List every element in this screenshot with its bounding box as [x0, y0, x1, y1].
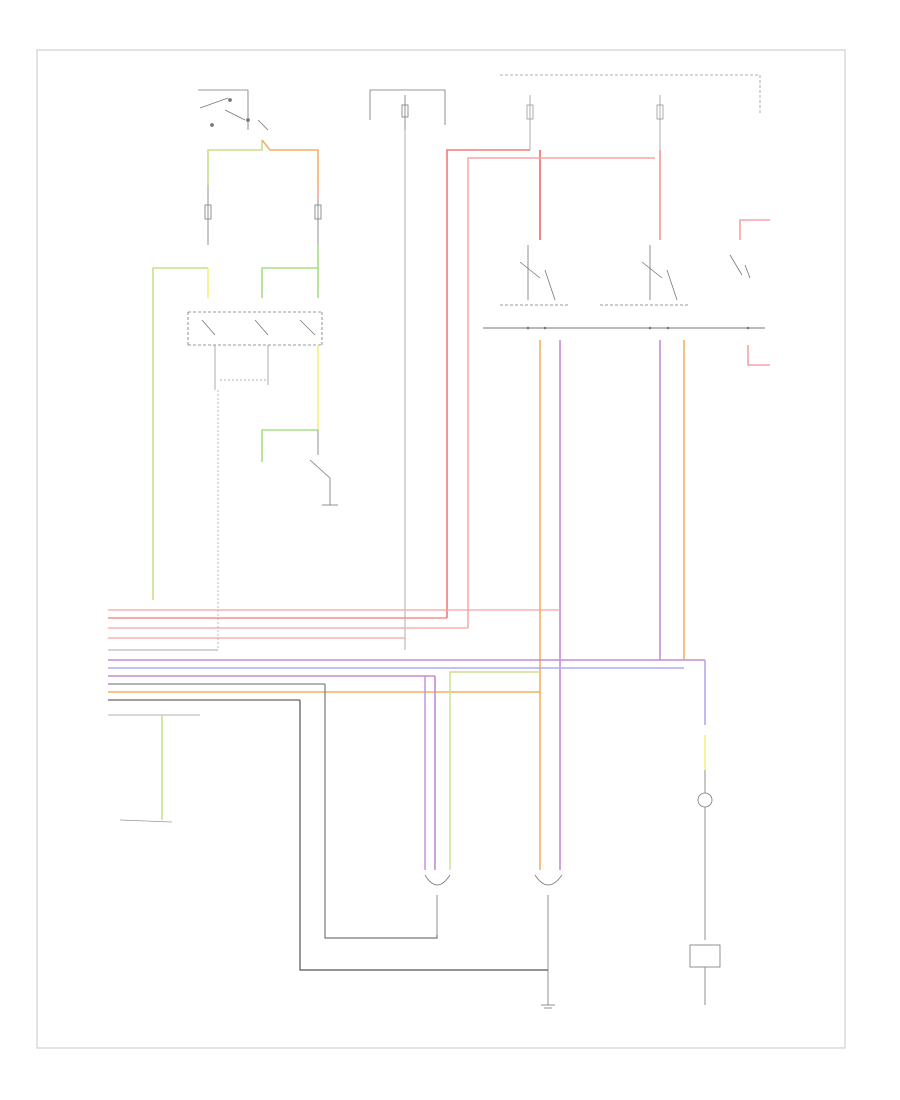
dimmer-switch — [309, 459, 338, 506]
wire-pink-right-to-bus — [467, 157, 655, 628]
diagram-frame — [36, 49, 846, 1049]
wire-yellow-green-left-branch — [207, 140, 263, 185]
headlamp-relay-left — [500, 245, 570, 306]
indicator-lamp — [689, 770, 721, 1005]
headlamp-relay-right — [600, 245, 690, 306]
wire-gray-ground-loop — [324, 684, 438, 939]
wire-orange-right-branch — [261, 139, 319, 185]
wire-dark-ground-loop — [299, 700, 548, 971]
turn-signal-combination-switch — [187, 311, 323, 346]
right-headlamp — [534, 874, 563, 975]
hot-at-all-times-fuse — [369, 89, 446, 130]
wire-red-left-to-bus — [446, 149, 530, 618]
wire-green-mid — [261, 267, 318, 298]
wire-pink-upper-right — [739, 219, 770, 240]
right-switch — [729, 254, 751, 279]
left-headlamp — [424, 874, 451, 935]
alternator-connection — [119, 819, 173, 823]
ignition-switch — [198, 89, 269, 131]
relay-connector-pins — [526, 326, 750, 330]
wire-pink-lower-right — [747, 345, 770, 366]
wire-green-dimmer — [261, 429, 318, 462]
power-distribution-box — [500, 74, 761, 150]
drl-connector-bus — [108, 609, 705, 716]
wire-yellow-green-to-headlamp — [449, 671, 540, 870]
fuse-right — [314, 195, 322, 245]
wire-yellow-green-main — [152, 267, 208, 600]
fuse-left — [204, 185, 212, 245]
ground-symbol — [541, 975, 555, 1009]
